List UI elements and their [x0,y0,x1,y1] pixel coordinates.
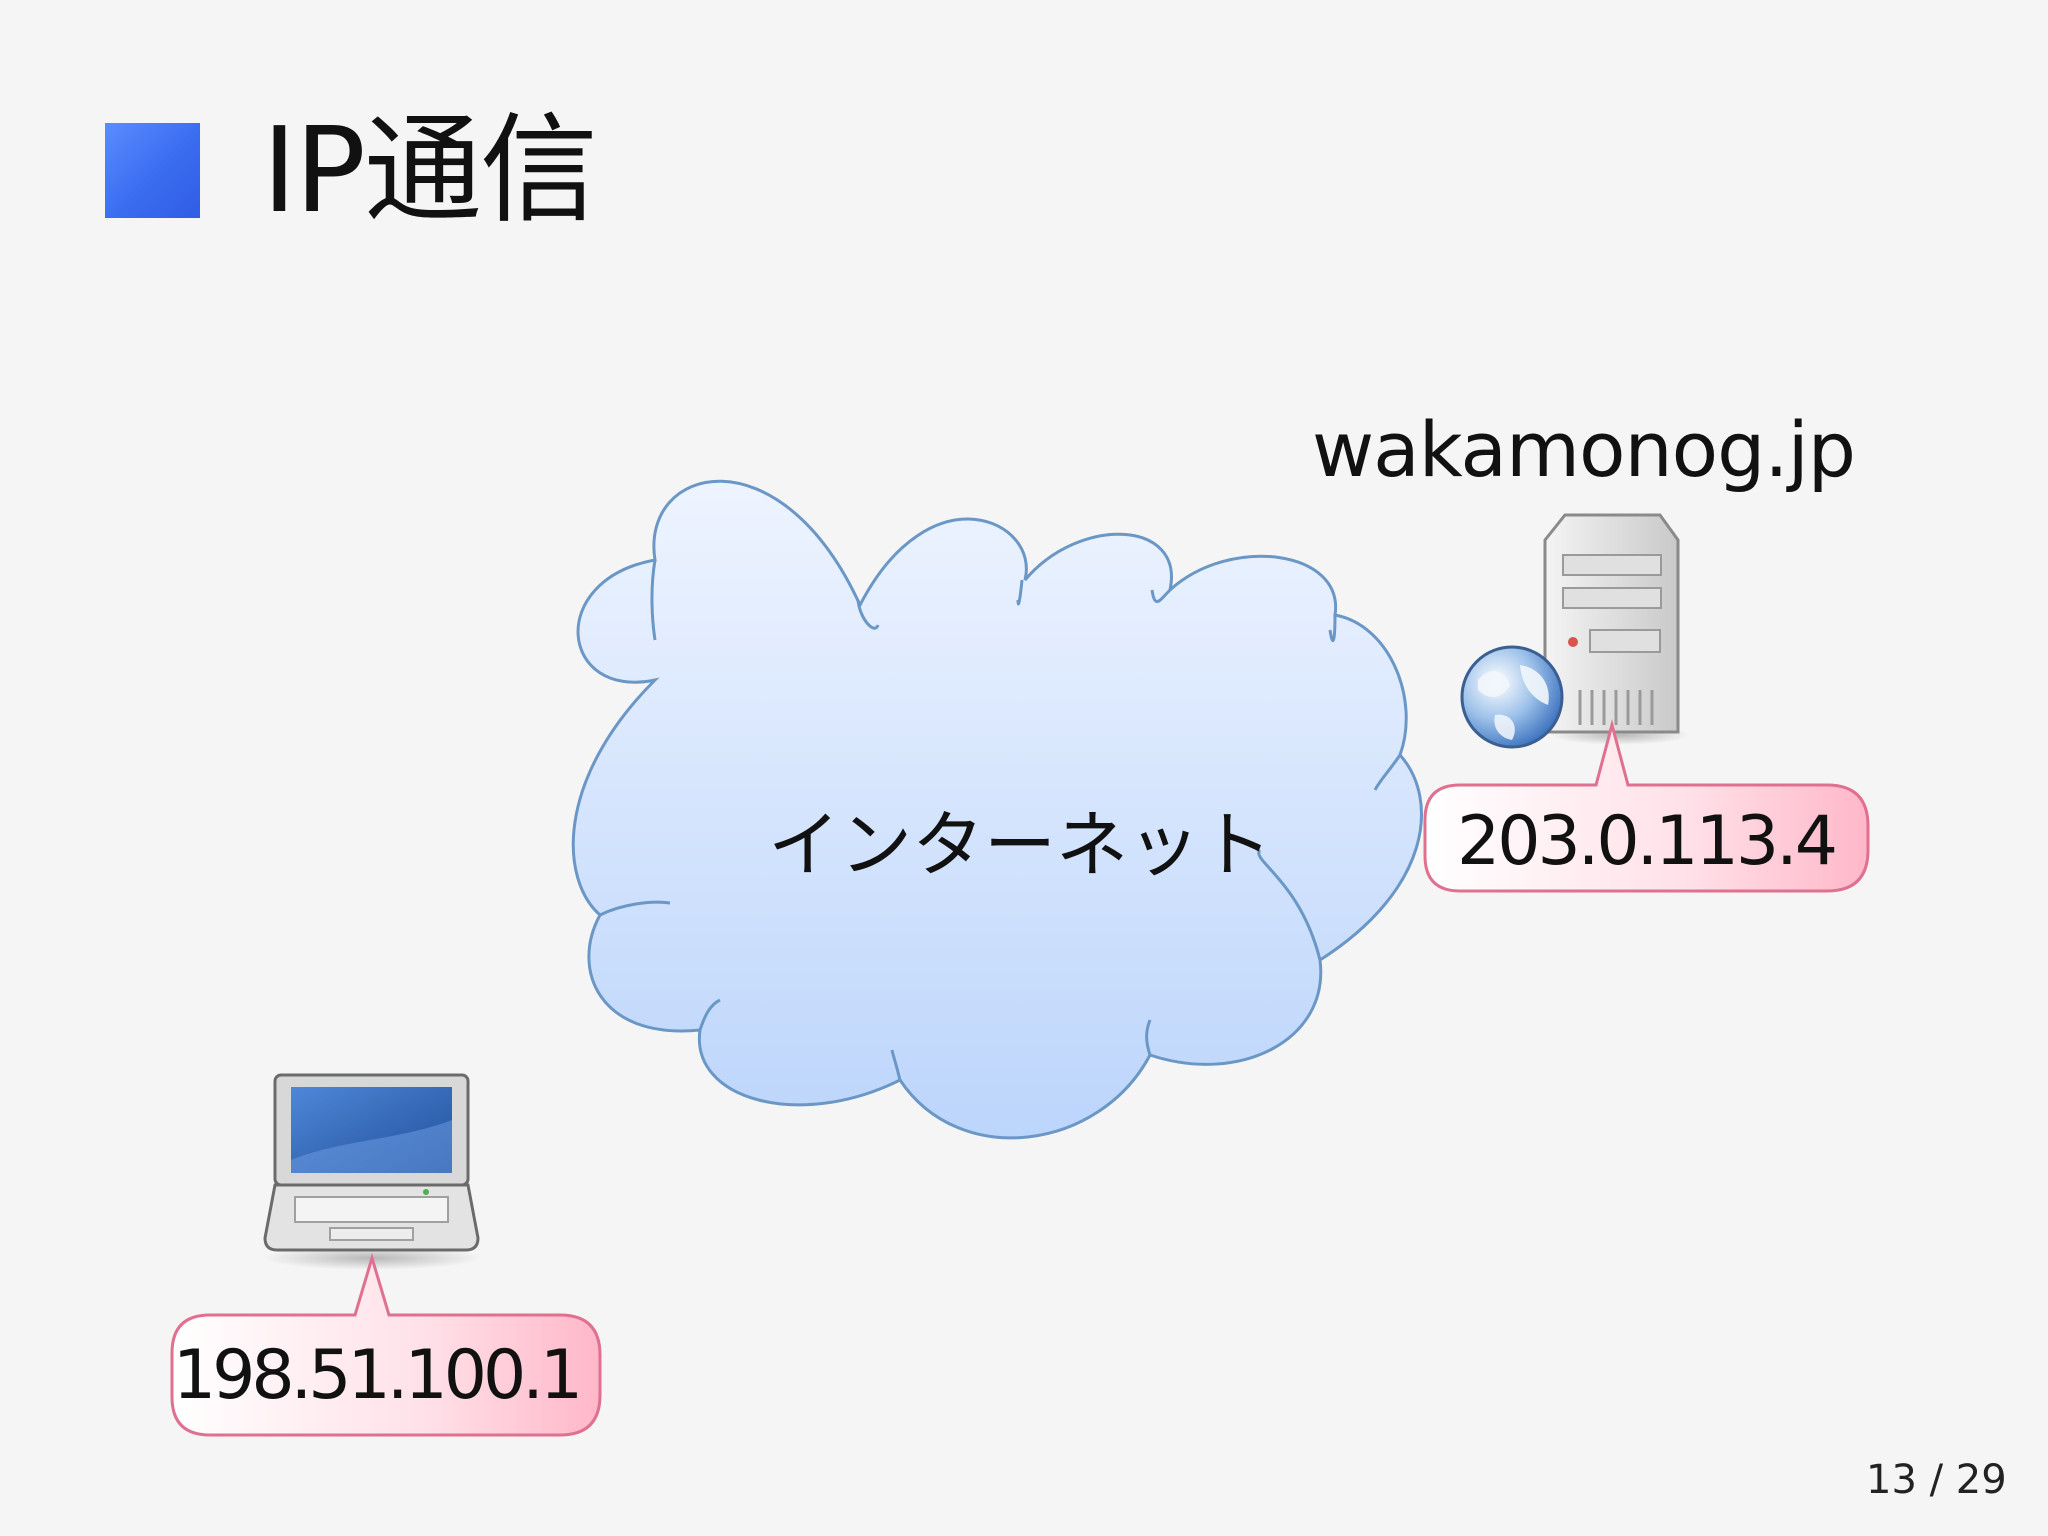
client-ip-callout [170,1252,602,1437]
server-ip-label: 203.0.113.4 [1457,802,1835,881]
server-icon [1543,513,1690,745]
server-ip-callout [1423,719,1870,893]
cloud-label: インターネット [768,803,1272,887]
globe-icon [1460,645,1564,749]
internet-cloud-icon [571,479,1423,1140]
slide-title: IP通信 [262,101,598,239]
page-number: 13 / 29 [1866,1457,2007,1503]
laptop-icon [262,1073,482,1270]
server-hostname-label: wakamonog.jp [1312,405,1856,494]
title-bullet-icon [105,123,200,218]
client-ip-label: 198.51.100.1 [173,1336,579,1415]
